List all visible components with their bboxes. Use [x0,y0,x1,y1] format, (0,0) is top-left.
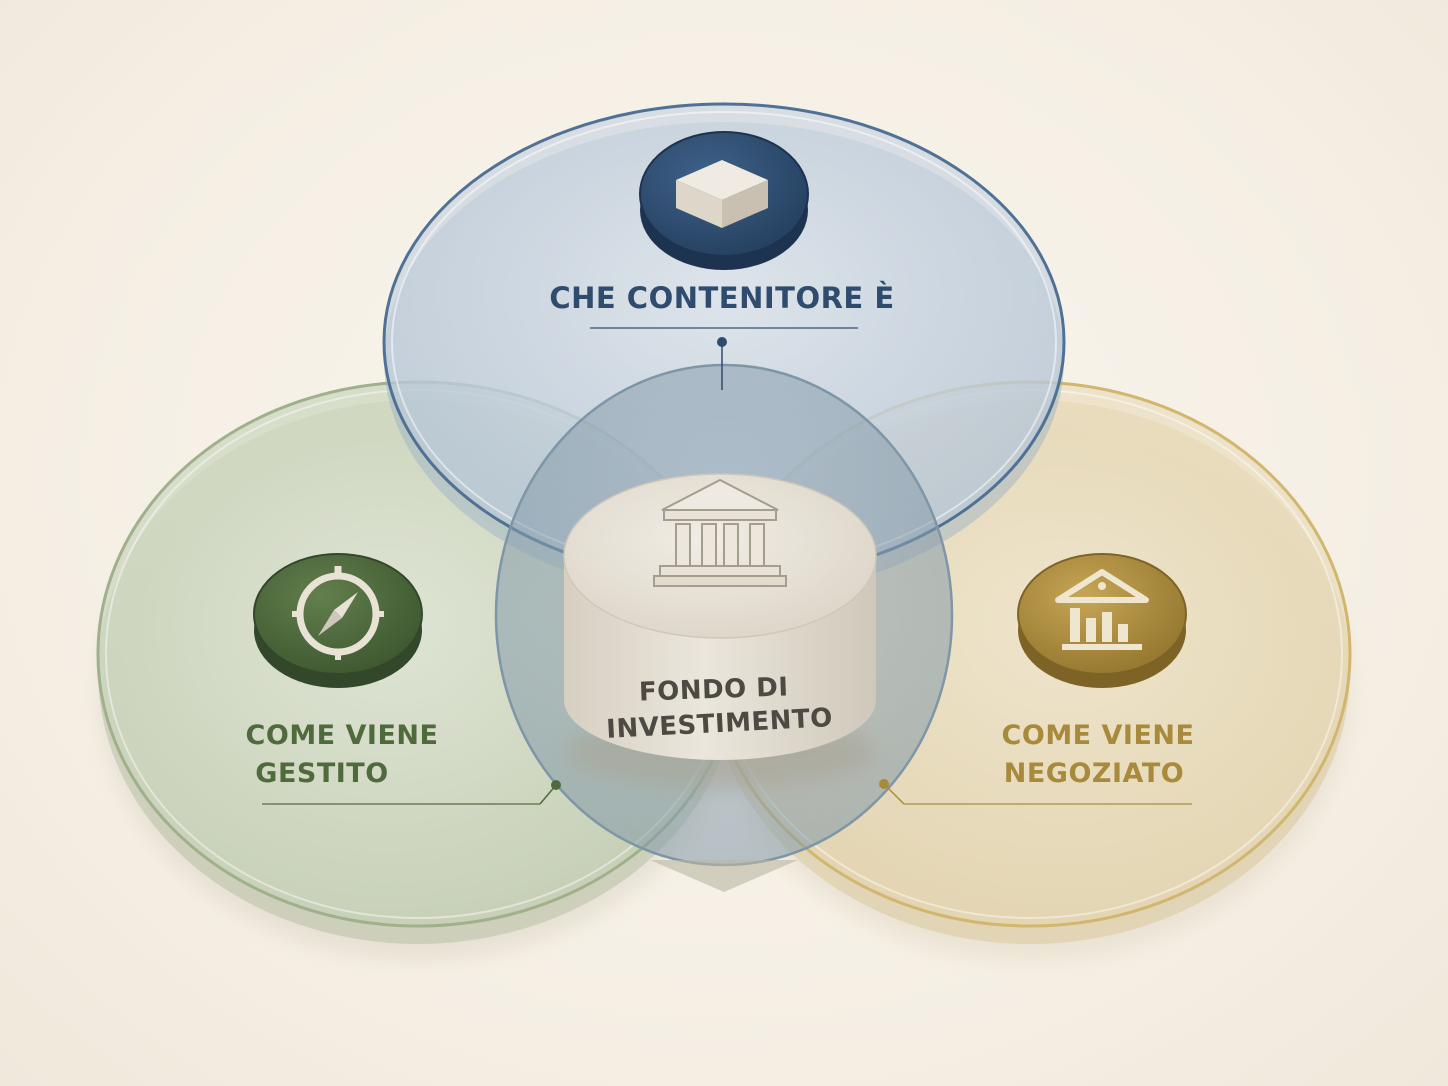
temple-icon [653,478,787,587]
left-circle-label-line1: COME VIENE [246,720,439,751]
left-circle-label-line2: GESTITO [255,758,388,789]
right-circle-label-line1: COME VIENE [1002,720,1195,751]
compass-icon [292,566,384,660]
top-circle-label: CHE CONTENITORE È [549,281,894,315]
connector-top [590,327,858,390]
center-label-line1: FONDO DI [638,672,789,707]
center-stone [563,473,877,788]
connector-right [879,779,1192,805]
box-icon [676,160,768,228]
bank-chart-icon [1055,569,1149,650]
right-circle-label-line2: NEGOZIATO [1004,758,1184,789]
connector-left [262,780,561,805]
